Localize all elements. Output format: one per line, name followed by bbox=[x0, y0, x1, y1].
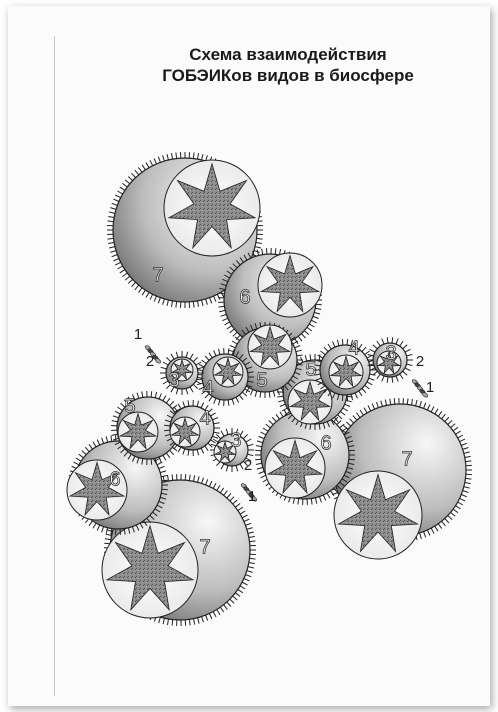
gear-label: 7 bbox=[199, 536, 210, 558]
stage-label-s2b: 2 bbox=[416, 353, 424, 370]
gear-label: 3 bbox=[230, 429, 241, 451]
gear-label: 4 bbox=[348, 337, 359, 359]
gear-label: 6 bbox=[239, 286, 250, 308]
gear-label: 3 bbox=[168, 369, 179, 391]
gear-g7b: 7 bbox=[328, 398, 472, 559]
stage-label-s1c: 1 bbox=[248, 488, 256, 505]
gear-g3a: 3 bbox=[160, 351, 204, 395]
gear-g3b: 3 bbox=[367, 337, 413, 383]
gear-label: 4 bbox=[199, 407, 210, 429]
stage-label-s2c: 2 bbox=[244, 457, 252, 474]
gear-label: 5 bbox=[124, 395, 135, 417]
gear-label: 7 bbox=[152, 264, 163, 286]
stage-label-s1a: 1 bbox=[134, 326, 142, 343]
gear-label: 5 bbox=[256, 369, 267, 391]
gear-label: 4 bbox=[202, 377, 213, 399]
gear-label: 7 bbox=[401, 448, 412, 470]
gear-label: 3 bbox=[385, 342, 396, 364]
stage-label-s2a: 2 bbox=[146, 353, 154, 370]
gear-label: 6 bbox=[320, 432, 331, 454]
gear-label: 6 bbox=[109, 468, 120, 490]
gear-label: 5 bbox=[305, 358, 316, 380]
stage-label-s1b: 1 bbox=[426, 379, 434, 396]
